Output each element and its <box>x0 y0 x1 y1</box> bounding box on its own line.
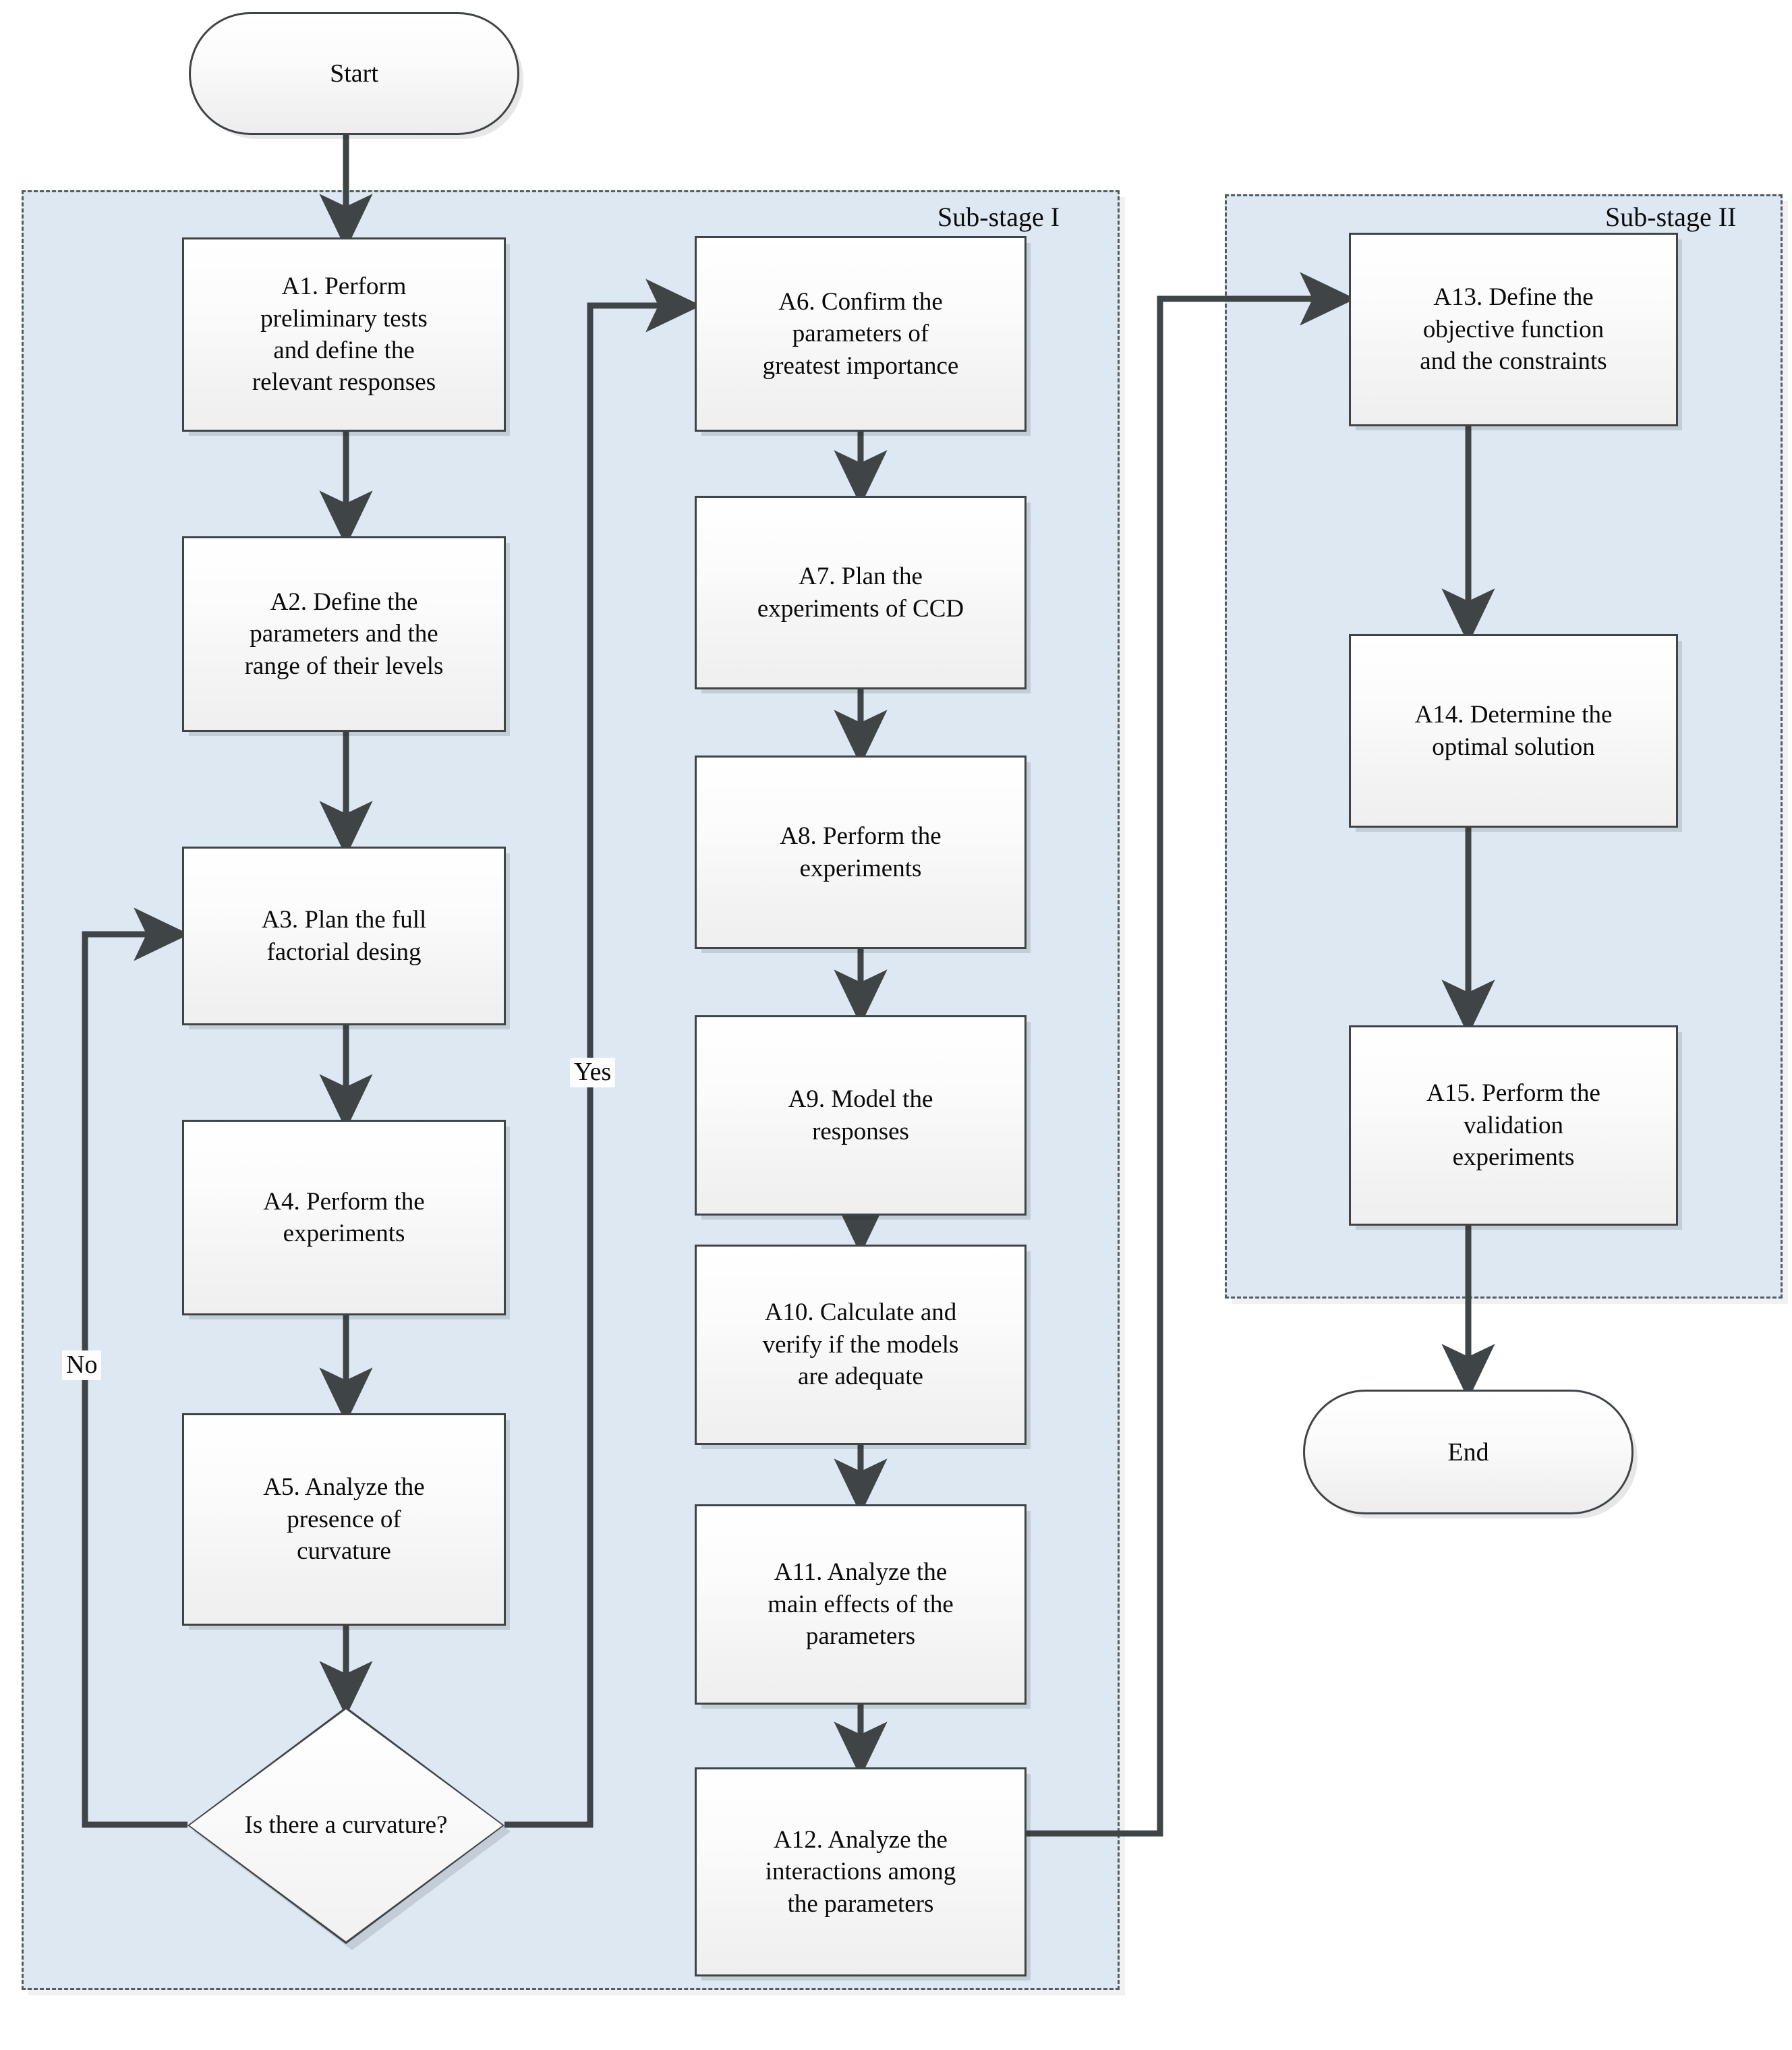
node-A7[interactable]: A7. Plan the experiments of CCD <box>695 496 1027 689</box>
node-A6-line-3: greatest importance <box>762 351 959 380</box>
node-A12[interactable]: A12. Analyze the interactions among the … <box>695 1767 1027 1976</box>
sub-stage-2-label: Sub-stage II <box>1605 202 1737 232</box>
node-A12-line-2: interactions among <box>765 1858 956 1886</box>
node-A6[interactable]: A6. Confirm the parameters of greatest i… <box>695 236 1027 432</box>
node-A5-line-1: A5. Analyze the <box>263 1473 425 1502</box>
node-A2-line-2: parameters and the <box>250 620 438 648</box>
node-A6-line-1: A6. Confirm the <box>778 287 943 316</box>
end-label: End <box>1447 1437 1489 1467</box>
decision-curvature[interactable]: Is there a curvature? <box>187 1707 511 1950</box>
node-A1-line-1: A1. Perform <box>281 273 407 301</box>
decision-face: Is there a curvature? <box>190 1709 502 1941</box>
node-A14-line-1: A14. Determine the <box>1414 701 1613 729</box>
start-label: Start <box>330 59 378 88</box>
node-A1-line-4: relevant responses <box>252 368 436 397</box>
node-A1-line-2: preliminary tests <box>260 304 428 333</box>
node-A12-line-3: the parameters <box>787 1889 934 1918</box>
edge-label-no: No <box>62 1350 102 1380</box>
node-A9[interactable]: A9. Model the responses <box>695 1015 1027 1216</box>
node-A12-line-1: A12. Analyze the <box>774 1825 948 1854</box>
node-A1-line-3: and define the <box>273 337 415 364</box>
node-A10-line-3: are adequate <box>798 1363 923 1391</box>
node-A14[interactable]: A14. Determine the optimal solution <box>1349 634 1678 828</box>
node-A13-line-1: A13. Define the <box>1433 283 1594 312</box>
node-A9-line-1: A9. Model the <box>788 1085 933 1114</box>
node-A5-line-2: presence of <box>287 1505 401 1533</box>
node-A4[interactable]: A4. Perform the experiments <box>182 1120 506 1315</box>
node-A2-line-3: range of their levels <box>244 652 444 680</box>
node-A9-line-2: responses <box>812 1117 909 1145</box>
decision-line-1: Is there a <box>244 1811 337 1839</box>
node-A13-line-3: and the constraints <box>1420 347 1607 376</box>
node-A1[interactable]: A1. Perform preliminary tests and define… <box>182 237 506 432</box>
node-A10-line-1: A10. Calculate and <box>764 1299 957 1327</box>
decision-line-2: curvature? <box>342 1811 448 1839</box>
node-A5[interactable]: A5. Analyze the presence of curvature <box>182 1413 506 1626</box>
node-A3[interactable]: A3. Plan the full factorial desing <box>182 847 506 1025</box>
node-A2-line-1: A2. Define the <box>270 588 418 616</box>
node-A3-line-2: factorial desing <box>266 938 422 966</box>
node-A8[interactable]: A8. Perform the experiments <box>695 756 1027 949</box>
node-A3-line-1: A3. Plan the full <box>261 906 427 934</box>
node-A15[interactable]: A15. Perform the validation experiments <box>1349 1025 1678 1226</box>
node-A6-line-2: parameters of <box>792 320 929 348</box>
edge-label-yes: Yes <box>570 1058 616 1087</box>
node-A11-line-1: A11. Analyze the <box>774 1558 948 1587</box>
node-A11[interactable]: A11. Analyze the main effects of the par… <box>695 1504 1027 1705</box>
node-A11-line-2: main effects of the <box>768 1590 954 1618</box>
node-A13-line-2: objective function <box>1422 315 1605 343</box>
node-A7-line-2: experiments of CCD <box>757 594 964 623</box>
node-A8-line-2: experiments <box>799 854 922 882</box>
node-A8-line-1: A8. Perform the <box>780 822 942 851</box>
node-A7-line-1: A7. Plan the <box>799 563 923 591</box>
start-terminator[interactable]: Start <box>189 12 519 135</box>
node-A15-line-1: A15. Perform the <box>1426 1079 1600 1108</box>
end-terminator[interactable]: End <box>1303 1390 1634 1514</box>
node-A5-line-3: curvature <box>297 1537 391 1566</box>
node-A4-line-2: experiments <box>283 1220 405 1247</box>
node-A15-line-3: experiments <box>1452 1143 1575 1172</box>
node-A13[interactable]: A13. Define the objective function and t… <box>1349 233 1678 426</box>
node-A10-line-2: verify if the models <box>762 1330 959 1359</box>
node-A4-line-1: A4. Perform the <box>263 1187 425 1216</box>
sub-stage-1-label: Sub-stage I <box>937 202 1060 232</box>
node-A15-line-2: validation <box>1464 1111 1563 1139</box>
node-A11-line-3: parameters <box>805 1622 916 1651</box>
node-A14-line-2: optimal solution <box>1432 733 1595 761</box>
node-A10[interactable]: A10. Calculate and verify if the models … <box>695 1245 1027 1445</box>
node-A2[interactable]: A2. Define the parameters and the range … <box>182 536 506 732</box>
